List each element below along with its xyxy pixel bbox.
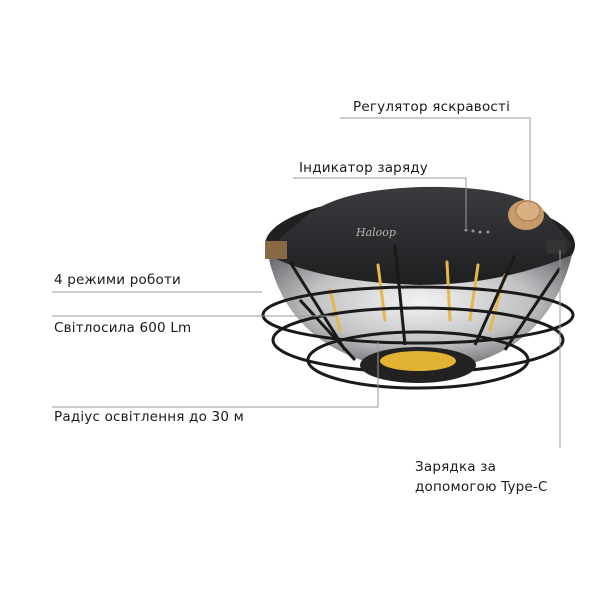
callout-radius: Радіус освітлення до 30 м <box>54 409 244 425</box>
callout-charging-line1: Зарядка за <box>415 459 497 475</box>
bottom-cap <box>360 347 476 383</box>
charge-indicator-dots <box>464 228 490 234</box>
callout-brightness: Регулятор яскравості <box>353 99 511 115</box>
brand-logo: Haloop <box>355 226 396 239</box>
callout-charge-indicator: Індикатор заряду <box>299 160 428 176</box>
callout-modes: 4 режими роботи <box>54 272 181 288</box>
lamp-body <box>265 186 575 372</box>
callout-luminous-flux: Світлосила 600 Lm <box>54 320 192 336</box>
type-c-port <box>546 240 566 254</box>
callout-charging-line2: допомогою Type-C <box>415 479 548 495</box>
brand-plate <box>265 241 287 259</box>
leader-lines <box>52 117 561 448</box>
brightness-knob-icon[interactable] <box>508 200 544 230</box>
